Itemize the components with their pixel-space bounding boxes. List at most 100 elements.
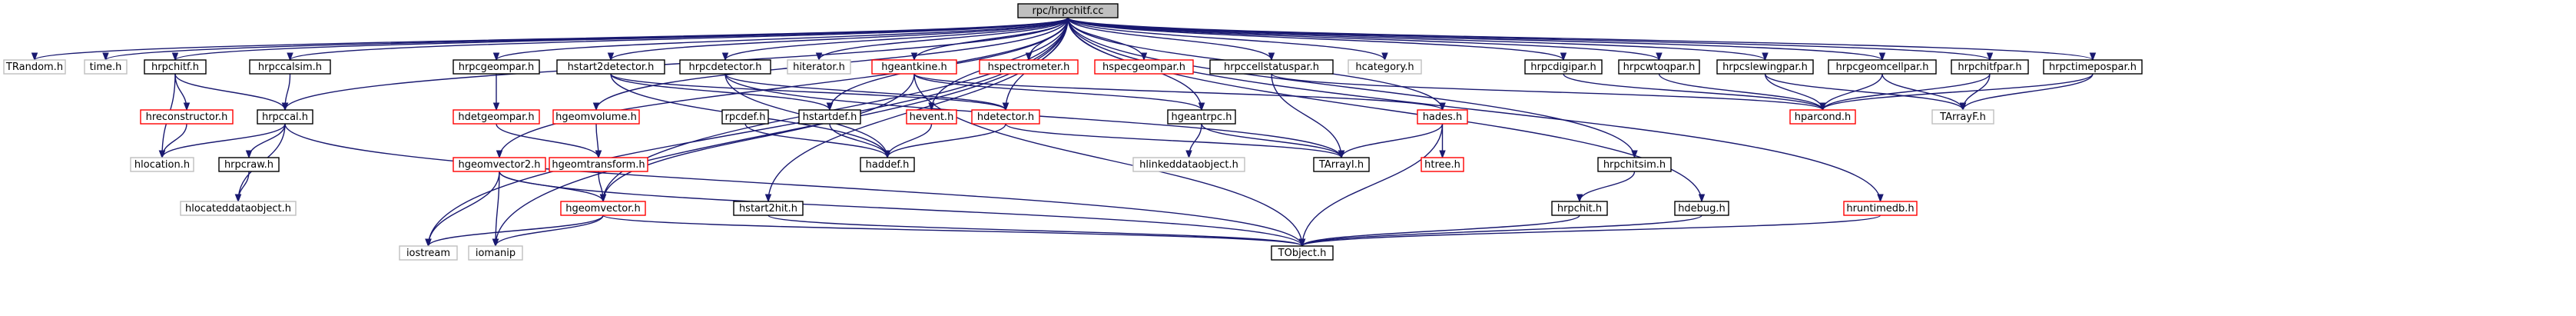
node-hgeomtransform[interactable]: hgeomtransform.h	[549, 157, 648, 172]
edge-line	[913, 73, 1444, 111]
edge-hstart2detector-to-hdetector	[610, 73, 1010, 111]
node-label: hstartdef.h	[803, 111, 857, 123]
edge-hgeomvolume-to-hgeomtransform	[595, 123, 602, 159]
edge-line	[499, 171, 1303, 247]
node-hstartdef[interactable]: hstartdef.h	[798, 109, 861, 125]
edge-hdetector-to-haddef	[884, 123, 1006, 159]
node-label: hiterator.h	[793, 62, 845, 73]
node-hrpcraw[interactable]: hrpcraw.h	[218, 157, 280, 172]
edge-arrowhead	[599, 194, 607, 203]
edge-root-to-hrpchitsim	[1067, 17, 1638, 159]
edge-arrowhead	[1338, 150, 1345, 159]
node-time[interactable]: time.h	[84, 59, 128, 75]
node-hstart2detector[interactable]: hstart2detector.h	[556, 59, 665, 75]
edge-line	[602, 73, 915, 202]
node-hrpcslewingpar[interactable]: hrpcslewingpar.h	[1716, 59, 1814, 75]
node-TRandom[interactable]: TRandom.h	[3, 59, 66, 75]
edge-hrpctimepospar-to-TArrayF	[1959, 73, 2094, 111]
edge-line	[495, 171, 500, 247]
edge-arrowhead	[1878, 52, 1886, 62]
node-hrpcdigipar[interactable]: hrpcdigipar.h	[1524, 59, 1603, 75]
edge-line	[1822, 73, 1991, 111]
node-haddef[interactable]: haddef.h	[860, 157, 915, 172]
node-hrpccalsim[interactable]: hrpccalsim.h	[249, 59, 331, 75]
edge-hgeomvector-to-iomanip	[492, 215, 604, 248]
node-hrpccellstatuspar[interactable]: hrpccellstatuspar.h	[1209, 59, 1334, 75]
node-box	[1094, 59, 1194, 75]
node-box	[3, 59, 66, 75]
node-rpcdef[interactable]: rpcdef.h	[721, 109, 769, 125]
node-hlinkeddataobject[interactable]: hlinkeddataobject.h	[1132, 157, 1245, 172]
node-box	[140, 109, 234, 125]
node-hgeomvector[interactable]: hgeomvector.h	[560, 201, 646, 216]
node-hstart2hit[interactable]: hstart2hit.h	[733, 201, 804, 216]
node-hlocation[interactable]: hlocation.h	[130, 157, 194, 172]
node-hgeantrpc[interactable]: hgeantrpc.h	[1167, 109, 1236, 125]
node-box	[556, 59, 665, 75]
node-hparcond[interactable]: hparcond.h	[1789, 109, 1856, 125]
edge-line	[248, 123, 286, 158]
node-hades[interactable]: hades.h	[1417, 109, 1468, 125]
node-hrpcwtoqpar[interactable]: hrpcwtoqpar.h	[1618, 59, 1700, 75]
edge-line	[1301, 215, 1702, 247]
edge-line	[427, 171, 500, 247]
edge-line	[887, 123, 1006, 158]
node-hdebug[interactable]: hdebug.h	[1674, 201, 1729, 216]
node-iostream[interactable]: iostream	[399, 245, 458, 261]
node-label: hrpchitfpar.h	[1958, 62, 2021, 73]
node-hrpcgeompar[interactable]: hrpcgeompar.h	[453, 59, 540, 75]
edge-arrowhead	[492, 52, 500, 62]
node-hspecgeompar[interactable]: hspecgeompar.h	[1094, 59, 1194, 75]
node-label: hcategory.h	[1355, 62, 1414, 73]
node-label: htree.h	[1424, 159, 1460, 171]
node-htree[interactable]: htree.h	[1421, 157, 1464, 172]
node-hlocateddataobject[interactable]: hlocateddataobject.h	[180, 201, 297, 216]
node-hrpcdetector[interactable]: hrpcdetector.h	[679, 59, 771, 75]
edge-arrowhead	[595, 150, 602, 159]
node-hgeomvector2[interactable]: hgeomvector2.h	[453, 157, 546, 172]
node-hcategory[interactable]: hcategory.h	[1348, 59, 1422, 75]
node-hevent[interactable]: hevent.h	[906, 109, 957, 125]
node-hspectrometer[interactable]: hspectrometer.h	[979, 59, 1079, 75]
node-hgeantkine[interactable]: hgeantkine.h	[871, 59, 957, 75]
edge-hrpccalsim-to-hrpccal	[281, 73, 291, 111]
edge-arrowhead	[1439, 102, 1446, 111]
node-box	[552, 109, 640, 125]
node-TObject[interactable]: TObject.h	[1271, 245, 1334, 261]
node-label: hrpccal.h	[262, 111, 308, 123]
edge-arrowhead	[171, 52, 179, 62]
node-label: time.h	[90, 62, 122, 73]
node-hrpchit[interactable]: hrpchit.h	[1551, 201, 1608, 216]
node-hrpctimepospar[interactable]: hrpctimepospar.h	[2043, 59, 2143, 75]
node-box	[1524, 59, 1603, 75]
edge-hrpcgeompar-to-hdetgeompar	[492, 74, 500, 111]
node-hrpchitf[interactable]: hrpchitf.h	[144, 59, 207, 75]
edge-arrowhead	[1877, 194, 1884, 203]
node-label: hlocateddataobject.h	[185, 203, 291, 215]
node-root[interactable]: rpc/hrpchitf.cc	[1017, 3, 1119, 18]
edge-arrowhead	[492, 238, 499, 248]
node-hiterator[interactable]: hiterator.h	[787, 59, 851, 75]
node-hrpchitsim[interactable]: hrpchitsim.h	[1597, 157, 1672, 172]
node-box	[1931, 109, 1994, 125]
node-hdetector[interactable]: hdetector.h	[971, 109, 1040, 125]
edge-arrowhead	[1631, 150, 1638, 159]
node-iomanip[interactable]: iomanip	[468, 245, 523, 261]
node-hrpchitfpar[interactable]: hrpchitfpar.h	[1951, 59, 2029, 75]
node-TArrayF[interactable]: TArrayF.h	[1931, 109, 1994, 125]
node-hruntimedb[interactable]: hruntimedb.h	[1843, 201, 1918, 216]
node-hgeomvolume[interactable]: hgeomvolume.h	[552, 109, 640, 125]
node-label: hstart2detector.h	[568, 62, 655, 73]
node-box	[1551, 201, 1608, 216]
edge-hgeantkine-to-hades	[913, 73, 1446, 111]
node-hreconstructor[interactable]: hreconstructor.h	[140, 109, 234, 125]
node-hrpccal[interactable]: hrpccal.h	[257, 109, 313, 125]
node-hdetgeompar[interactable]: hdetgeompar.h	[453, 109, 540, 125]
edge-line	[427, 215, 604, 247]
edge-line	[174, 73, 286, 111]
node-box	[1618, 59, 1700, 75]
node-TArrayI[interactable]: TArrayI.h	[1313, 157, 1370, 172]
node-box	[84, 59, 128, 75]
node-box	[1716, 59, 1814, 75]
node-hrpcgeomcellpar[interactable]: hrpcgeomcellpar.h	[1828, 59, 1937, 75]
